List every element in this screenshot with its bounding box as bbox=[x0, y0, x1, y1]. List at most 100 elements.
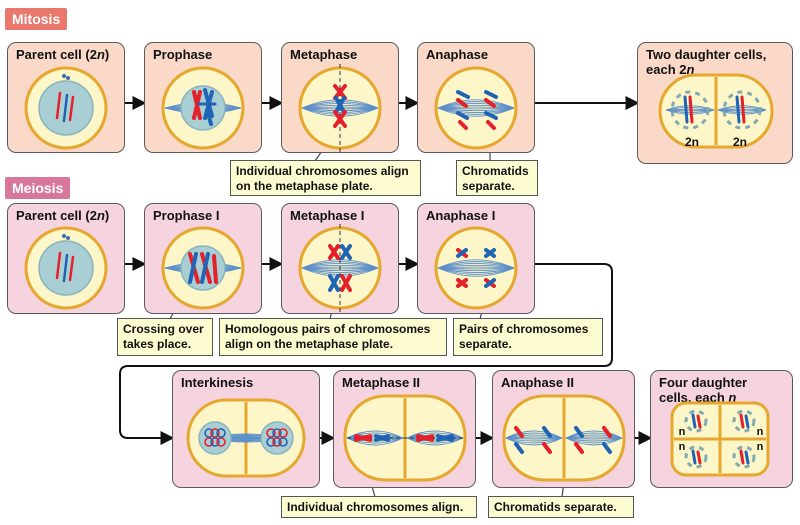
spindle-fiber bbox=[437, 104, 515, 109]
chromosome bbox=[188, 252, 198, 284]
spindle-fiber bbox=[505, 436, 563, 439]
mitosis-section-label: Mitosis bbox=[5, 8, 68, 30]
spindle-fiber bbox=[437, 259, 515, 269]
chromosome bbox=[683, 95, 689, 124]
chromosome bbox=[735, 95, 741, 124]
spindle-fiber bbox=[406, 430, 464, 439]
chromosome bbox=[68, 95, 75, 122]
spindle-fiber bbox=[437, 107, 515, 113]
spindle-fiber bbox=[437, 107, 515, 115]
panel-title: Metaphase II bbox=[342, 375, 421, 390]
panel-title: Anaphase bbox=[426, 47, 489, 62]
spindle-fiber bbox=[437, 107, 515, 112]
spindle-fiber bbox=[301, 263, 379, 269]
chromosome bbox=[456, 278, 468, 288]
chromosome bbox=[55, 251, 62, 280]
chromosome bbox=[514, 426, 524, 438]
spindle-fiber bbox=[437, 107, 515, 110]
chromosome bbox=[602, 426, 612, 438]
panel-title: Metaphase I bbox=[290, 208, 365, 223]
spindle-fiber bbox=[505, 437, 563, 442]
spindle-fiber bbox=[346, 437, 404, 444]
panel-title: Interkinesis bbox=[181, 375, 254, 390]
chromosome bbox=[333, 110, 347, 128]
spindle-fiber bbox=[437, 267, 515, 275]
coiled-chromatin bbox=[266, 428, 276, 438]
chromosome bbox=[456, 98, 468, 108]
centriole bbox=[66, 236, 70, 240]
coiled-chromatin bbox=[204, 437, 214, 447]
spindle-fiber bbox=[565, 430, 623, 439]
chromosome bbox=[542, 442, 552, 454]
spindle-fiber bbox=[505, 437, 563, 446]
spindle-fiber bbox=[505, 430, 563, 439]
coiled-chromatin bbox=[278, 437, 288, 447]
chromosome bbox=[574, 442, 584, 454]
spindle-fiber bbox=[437, 267, 515, 277]
chromosome bbox=[542, 426, 552, 438]
spindle-fiber bbox=[437, 264, 515, 269]
panel-title: Anaphase I bbox=[426, 208, 496, 223]
coiled-chromatin bbox=[204, 428, 214, 438]
callout-chromatids-separate-meiosis: Chromatids separate. bbox=[488, 496, 634, 518]
chromosome bbox=[55, 91, 62, 120]
spindle-fiber bbox=[565, 432, 623, 439]
spindle-fiber bbox=[406, 432, 464, 439]
coiled-chromatin bbox=[272, 428, 282, 438]
spindle-fiber bbox=[437, 267, 515, 273]
chromosome bbox=[192, 90, 202, 120]
chromosome bbox=[484, 111, 498, 120]
spindle-fiber bbox=[406, 437, 464, 446]
chromosome bbox=[691, 413, 697, 429]
chromosome bbox=[354, 434, 372, 442]
coiled-chromatin bbox=[216, 437, 226, 447]
spindle-fiber bbox=[437, 103, 515, 109]
cell bbox=[434, 226, 518, 310]
chromosome bbox=[333, 84, 347, 100]
spindle-fiber bbox=[505, 437, 563, 440]
chromosome bbox=[328, 274, 340, 292]
panel-title: Parent cell (2n) bbox=[16, 47, 110, 62]
chromosome bbox=[328, 244, 340, 260]
spindle-fiber bbox=[406, 437, 464, 444]
chromosome bbox=[456, 90, 470, 99]
chromosome bbox=[416, 434, 434, 442]
coiled-chromatin bbox=[278, 428, 288, 438]
chromosome bbox=[740, 95, 746, 124]
spindle-fiber bbox=[301, 267, 379, 272]
spindle-fiber bbox=[346, 432, 404, 439]
chromosome bbox=[514, 442, 524, 454]
spindle-fiber bbox=[437, 99, 515, 109]
chromosome bbox=[744, 450, 750, 465]
chromosome bbox=[458, 120, 468, 130]
chromosome bbox=[484, 248, 496, 258]
panel-title: Parent cell (2n) bbox=[16, 208, 110, 223]
nuclear-envelope bbox=[732, 445, 756, 469]
spindle-fiber bbox=[565, 434, 623, 439]
chromosome bbox=[691, 449, 697, 465]
chromosome bbox=[374, 434, 390, 442]
nuclear-envelope bbox=[684, 409, 708, 433]
spindle-fiber bbox=[437, 267, 515, 272]
spindle-fiber bbox=[406, 434, 464, 439]
nuclear-envelope bbox=[670, 90, 710, 130]
spindle-fiber bbox=[565, 437, 623, 440]
chromosome bbox=[688, 95, 694, 124]
chromosome bbox=[484, 90, 498, 99]
chromosome bbox=[68, 255, 75, 282]
chromosome bbox=[696, 450, 702, 465]
spindle-fiber bbox=[505, 432, 563, 439]
spindle-fiber bbox=[565, 437, 623, 442]
chromosome bbox=[484, 278, 496, 288]
chromosome bbox=[486, 120, 496, 130]
chromosome bbox=[62, 93, 69, 123]
chromosome bbox=[340, 244, 352, 260]
spindle-fiber bbox=[505, 434, 563, 439]
nuclear-envelope bbox=[684, 445, 708, 469]
chromosome bbox=[456, 248, 468, 258]
spindle-fiber bbox=[437, 107, 515, 117]
